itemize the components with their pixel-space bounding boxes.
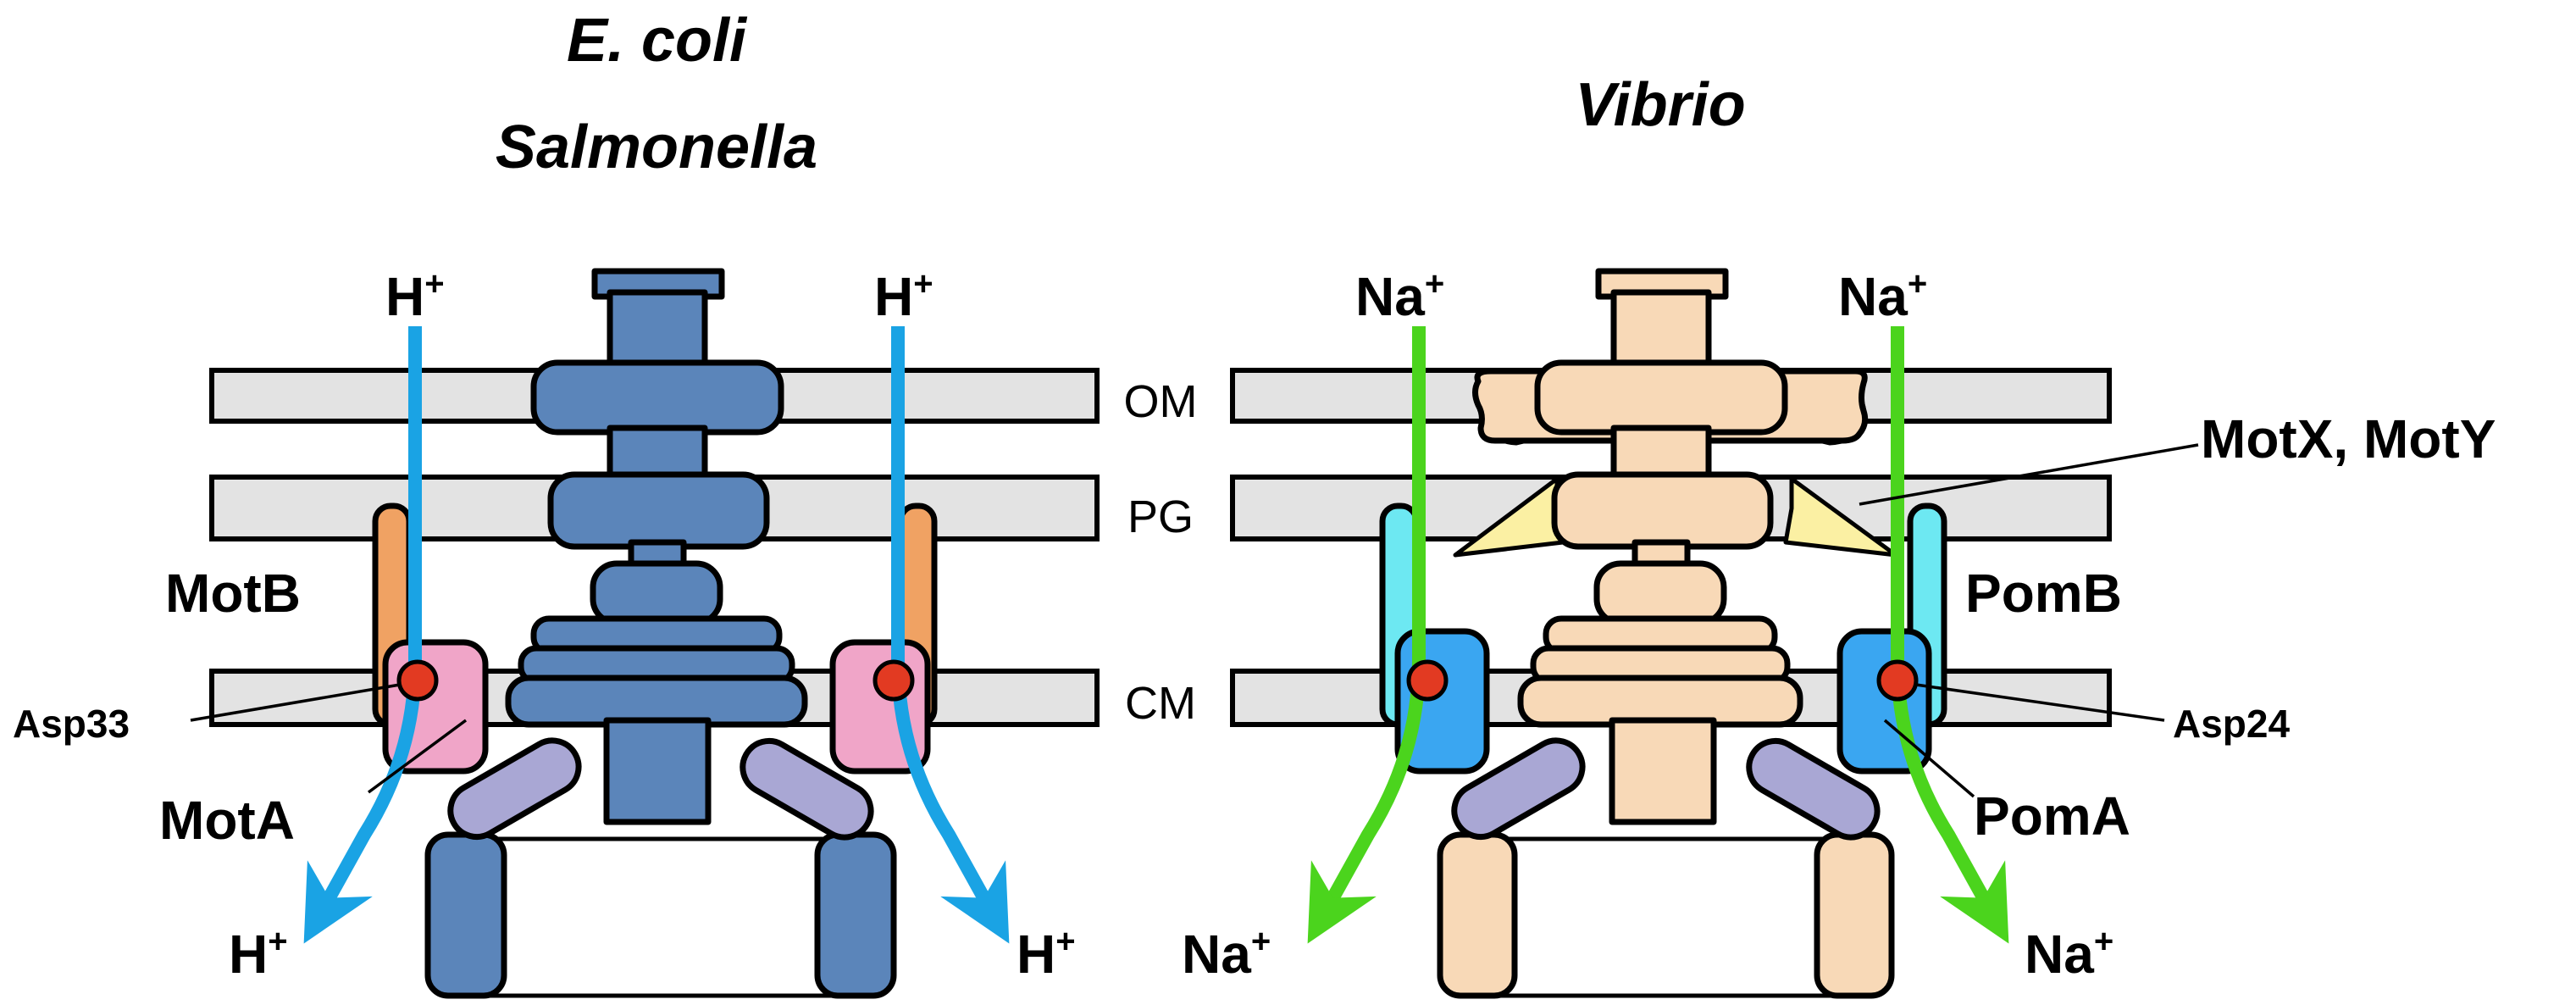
ion-out-left-b: H+ xyxy=(1017,923,1076,985)
ion-in-left-b: H+ xyxy=(874,265,933,327)
p-ring-left xyxy=(547,471,770,550)
ion-symbol: Na xyxy=(1838,266,1908,327)
c-ring-left-pillar xyxy=(424,831,507,999)
ion-charge: + xyxy=(1908,265,1927,303)
switch-link-left-b xyxy=(740,738,874,841)
layer-label-om: OM xyxy=(1124,376,1198,427)
ion-charge: + xyxy=(1251,923,1271,960)
ion-symbol: Na xyxy=(2025,924,2094,985)
ion-charge: + xyxy=(913,265,933,303)
c-ring-right-pillar-r xyxy=(1814,831,1895,999)
mota-leader xyxy=(367,719,468,794)
ion-symbol: Na xyxy=(1355,266,1425,327)
rod-mid-left xyxy=(607,425,708,482)
pomb-label: PomB xyxy=(1965,563,2122,624)
motxy-label: MotX, MotY xyxy=(2201,408,2496,469)
asp33-label: Asp33 xyxy=(13,702,130,746)
layer-label-pg: PG xyxy=(1127,491,1194,542)
ion-symbol: Na xyxy=(1182,924,1251,985)
l-ring-left xyxy=(530,359,784,436)
title-left-line1: E. coli xyxy=(567,7,748,75)
asp24-leader xyxy=(1915,683,2165,722)
asp33-residue-left xyxy=(396,659,439,702)
p-ring-right xyxy=(1551,471,1774,550)
ion-symbol: H xyxy=(385,266,424,327)
asp24-residue-left xyxy=(1406,659,1449,702)
poma-leader xyxy=(1883,719,1975,798)
leader-lines xyxy=(190,443,2199,798)
export-stem-right xyxy=(1609,717,1717,825)
ion-charge: + xyxy=(424,265,444,303)
c-ring-right-pillar xyxy=(814,831,897,999)
asp24-residue-right xyxy=(1876,659,1919,702)
motxy-wing-right xyxy=(1783,476,1898,558)
c-ring-left-pillar-r xyxy=(1437,831,1518,999)
ion-out-left-a: H+ xyxy=(229,923,288,985)
labels: E. coli Salmonella Vibrio OM PG CM H+ H+… xyxy=(13,7,2496,985)
ion-in-left-a: H+ xyxy=(385,265,445,327)
export-stem-left xyxy=(603,717,712,825)
ion-charge: + xyxy=(1055,923,1075,960)
ms-upper-left xyxy=(590,560,723,626)
title-left-line2: Salmonella xyxy=(496,114,817,181)
layer-label-cm: CM xyxy=(1125,678,1196,729)
l-ring-right xyxy=(1534,359,1788,436)
asp24-label: Asp24 xyxy=(2173,702,2290,746)
motb-label: MotB xyxy=(165,563,301,624)
asp-residues xyxy=(396,659,1919,702)
ion-out-right-b: Na+ xyxy=(2025,923,2113,985)
ion-in-right-a: Na+ xyxy=(1355,265,1444,327)
ion-out-right-a: Na+ xyxy=(1182,923,1271,985)
ms-upper-right xyxy=(1593,560,1727,626)
switch-link-left-a xyxy=(447,737,582,840)
switch-link-right-b xyxy=(1746,738,1881,841)
ion-charge: + xyxy=(2094,923,2113,960)
ion-charge: + xyxy=(268,923,287,960)
c-ring-frame-right xyxy=(1467,836,1858,998)
asp33-leader xyxy=(190,683,401,722)
motxy-leader xyxy=(1859,443,2199,506)
ion-in-right-b: Na+ xyxy=(1838,265,1927,327)
switch-link-right-a xyxy=(1451,737,1586,840)
mota-label: MotA xyxy=(159,790,295,851)
ion-symbol: H xyxy=(229,924,268,985)
asp33-residue-right xyxy=(873,659,915,702)
rod-mid-right xyxy=(1610,425,1712,482)
ion-charge: + xyxy=(1425,265,1444,303)
poma-label: PomA xyxy=(1974,786,2130,847)
ion-symbol: H xyxy=(1017,924,1055,985)
ion-symbol: H xyxy=(874,266,913,327)
title-right: Vibrio xyxy=(1575,71,1745,139)
left-motor xyxy=(372,268,938,999)
